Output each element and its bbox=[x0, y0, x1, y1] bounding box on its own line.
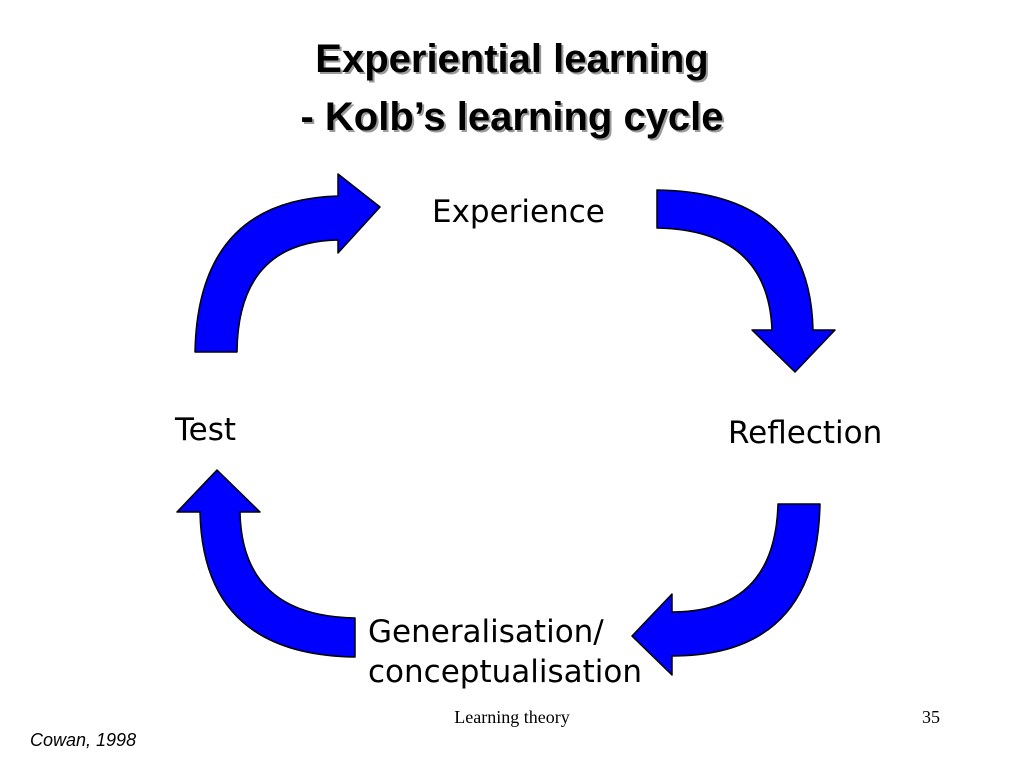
title-line-2: - Kolb’s learning cycle bbox=[300, 95, 724, 139]
citation: Cowan, 1998 bbox=[30, 730, 137, 750]
title-line-1: Experiential learning bbox=[315, 37, 709, 81]
curved-arrow-down-icon bbox=[656, 189, 836, 373]
slide-title: Experiential learning - Kolb’s learning … bbox=[0, 30, 1024, 146]
curved-arrow-up-icon bbox=[176, 469, 356, 658]
node-reflection: Reflection bbox=[728, 415, 883, 451]
node-experience: Experience bbox=[432, 194, 605, 230]
node-test: Test bbox=[175, 412, 237, 448]
curved-arrow-right-icon bbox=[194, 173, 381, 353]
node-generalisation-line-2: conceptualisation bbox=[368, 654, 643, 690]
page-number: 35 bbox=[922, 707, 940, 727]
footer-text: Learning theory bbox=[454, 707, 570, 727]
curved-arrow-left-icon bbox=[631, 503, 821, 676]
node-generalisation: Generalisation/ conceptualisation bbox=[368, 612, 642, 692]
node-generalisation-line-1: Generalisation/ bbox=[368, 614, 604, 650]
